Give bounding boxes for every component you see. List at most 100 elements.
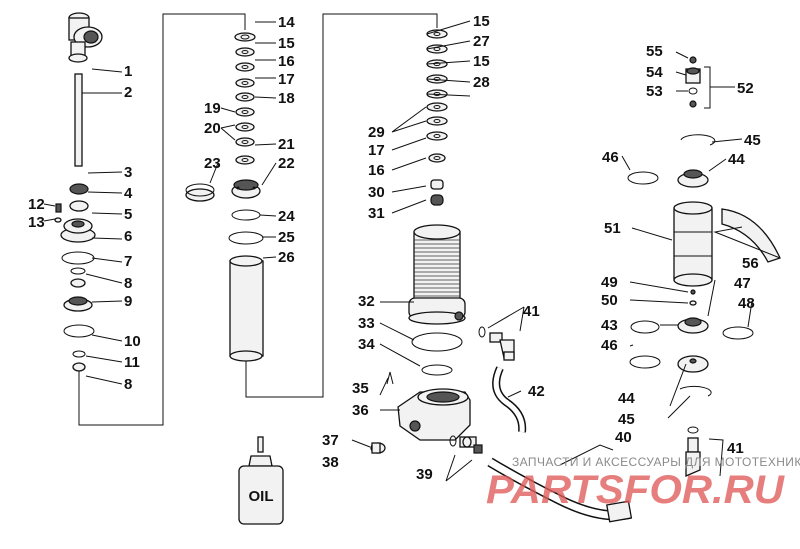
shock-body-part xyxy=(408,224,466,325)
ring-25-part xyxy=(228,231,264,245)
elbow-fitting-41-lower-part xyxy=(685,426,701,477)
callout-c12: 12 xyxy=(28,196,45,213)
callout-c2: 2 xyxy=(124,84,132,101)
callout-c42: 42 xyxy=(528,383,545,400)
callout-c52: 52 xyxy=(737,80,754,97)
callout-c15c: 15 xyxy=(473,53,490,70)
bumper-31-part xyxy=(430,194,444,206)
valve-cap-part xyxy=(685,67,701,84)
callout-c45b: 45 xyxy=(618,411,635,428)
callout-c17a: 17 xyxy=(278,71,295,88)
callout-c50: 50 xyxy=(601,292,618,309)
group-bracket-1 xyxy=(78,13,246,426)
callout-c20: 20 xyxy=(204,120,221,137)
callout-c40: 40 xyxy=(615,429,632,446)
reservoir-cap-44-part xyxy=(677,169,709,188)
hose-fitting-39-part xyxy=(449,435,483,454)
snap-ring-45-lower-part xyxy=(679,385,712,397)
watermark-caption: ЗАПЧАСТИ И АКСЕССУАРЫ ДЛЯ МОТОТЕХНИКИ xyxy=(512,455,800,469)
piston-valve-part xyxy=(231,179,261,199)
callout-c15b: 15 xyxy=(473,13,490,30)
cylinder-part xyxy=(229,255,264,362)
lower-bushing-part xyxy=(72,362,86,372)
small-ring-part xyxy=(72,350,86,358)
callout-c14: 14 xyxy=(278,14,295,31)
callout-c38: 38 xyxy=(322,454,339,471)
callout-c43: 43 xyxy=(601,317,618,334)
valve-core-part xyxy=(55,203,62,213)
eyelet-part xyxy=(68,12,103,63)
callout-c13: 13 xyxy=(28,214,45,231)
callout-c8b: 8 xyxy=(124,376,132,393)
snap-ring-45-part xyxy=(680,134,716,146)
callout-c35: 35 xyxy=(352,380,369,397)
callout-c23: 23 xyxy=(204,155,221,172)
callout-c53: 53 xyxy=(646,83,663,100)
callout-c26: 26 xyxy=(278,249,295,266)
spacer-30-part xyxy=(430,179,444,190)
callout-c34: 34 xyxy=(358,336,375,353)
callout-c44b: 44 xyxy=(618,390,635,407)
callout-c49: 49 xyxy=(601,274,618,291)
ring-46-lower-part xyxy=(629,355,661,369)
reservoir-head-part xyxy=(397,388,471,441)
column-1-parts xyxy=(43,12,123,385)
callout-c8a: 8 xyxy=(124,275,132,292)
callout-c16b: 16 xyxy=(368,162,385,179)
callout-c3: 3 xyxy=(124,164,132,181)
bushing-part xyxy=(70,278,86,288)
callout-c30: 30 xyxy=(368,184,385,201)
callout-c51: 51 xyxy=(604,220,621,237)
callout-c6: 6 xyxy=(124,228,132,245)
plug-fitting-part xyxy=(370,442,386,454)
screw-part xyxy=(54,217,62,223)
callout-c10: 10 xyxy=(124,333,141,350)
callout-c28: 28 xyxy=(473,74,490,91)
column-4-parts xyxy=(621,51,781,477)
ring-48-part xyxy=(722,326,754,340)
callout-c25: 25 xyxy=(278,229,295,246)
callout-labels: 1234567889101112131415161718192021222324… xyxy=(28,13,761,483)
ring-34-part xyxy=(421,364,453,376)
callout-c5: 5 xyxy=(124,206,132,223)
callout-c44a: 44 xyxy=(728,151,745,168)
callout-c22: 22 xyxy=(278,155,295,172)
callout-c9: 9 xyxy=(124,293,132,310)
nut-part xyxy=(69,183,89,195)
callout-c11: 11 xyxy=(124,354,140,371)
callout-c27: 27 xyxy=(473,33,490,50)
o-ring-part xyxy=(61,251,95,265)
callout-c39: 39 xyxy=(416,466,433,483)
column-2-parts xyxy=(185,21,277,362)
callout-c18: 18 xyxy=(278,90,295,107)
callout-c21: 21 xyxy=(278,136,295,153)
callout-c19: 19 xyxy=(204,100,221,117)
callout-c4: 4 xyxy=(124,185,133,202)
floating-piston-47-part xyxy=(677,317,709,334)
oil-bottle xyxy=(238,436,284,525)
column-3-parts xyxy=(351,20,633,523)
callout-c24: 24 xyxy=(278,208,295,225)
callout-c55: 55 xyxy=(646,43,663,60)
reservoir-cap-44-lower-part xyxy=(677,355,709,373)
ring-43-part xyxy=(630,320,660,334)
ring-46-part xyxy=(627,171,659,185)
piston-part xyxy=(63,296,93,312)
callout-c16a: 16 xyxy=(278,53,295,70)
clip-part xyxy=(386,371,394,385)
shaft-part xyxy=(74,73,83,167)
callout-c36: 36 xyxy=(352,402,369,419)
callout-c46a: 46 xyxy=(602,149,619,166)
callout-c29: 29 xyxy=(368,124,385,141)
washer-part xyxy=(69,200,89,212)
callout-c37: 37 xyxy=(322,432,339,449)
watermark-brand: PARTSFOR.RU xyxy=(486,468,785,512)
callout-c54: 54 xyxy=(646,64,663,81)
callout-c41a: 41 xyxy=(523,303,540,320)
callout-c33: 33 xyxy=(358,315,375,332)
callout-c32: 32 xyxy=(358,293,375,310)
o-ring-24-part xyxy=(231,209,261,221)
callout-c47: 47 xyxy=(734,275,751,292)
callout-c46b: 46 xyxy=(601,337,618,354)
o-ring-33-part xyxy=(411,332,463,352)
